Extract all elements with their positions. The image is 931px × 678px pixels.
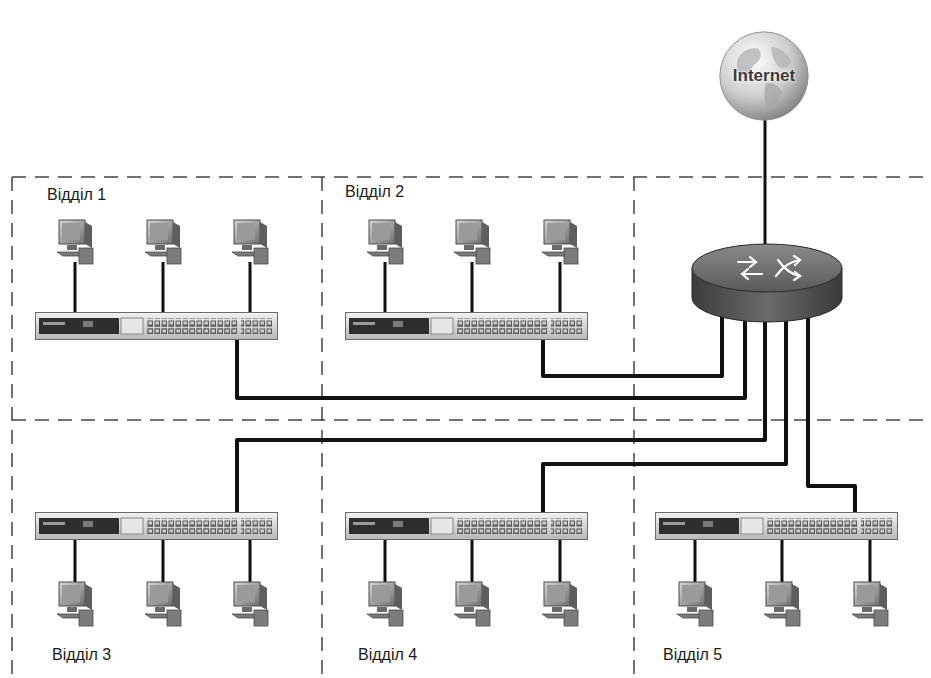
computer bbox=[57, 220, 888, 626]
department-label: Відділ 1 bbox=[45, 186, 108, 204]
department-region: Відділ 3 bbox=[12, 420, 322, 678]
department-region: Відділ 1 bbox=[12, 177, 322, 420]
internet-globe: Internet bbox=[718, 30, 810, 122]
switch bbox=[36, 313, 898, 540]
department-label: Відділ 3 bbox=[50, 646, 113, 664]
router bbox=[692, 244, 842, 322]
region-border bbox=[12, 177, 931, 678]
department-label: Відділ 2 bbox=[343, 183, 406, 201]
department-region: Відділ 4 bbox=[322, 420, 634, 678]
trunk-cable bbox=[237, 312, 855, 512]
department-label: Відділ 4 bbox=[356, 646, 419, 664]
department-region: Відділ 5 bbox=[634, 420, 931, 678]
globe-label: Internet bbox=[733, 66, 795, 86]
department-region: Відділ 2 bbox=[322, 177, 634, 420]
department-label: Відділ 5 bbox=[661, 646, 724, 664]
uplink-cable bbox=[764, 120, 767, 262]
